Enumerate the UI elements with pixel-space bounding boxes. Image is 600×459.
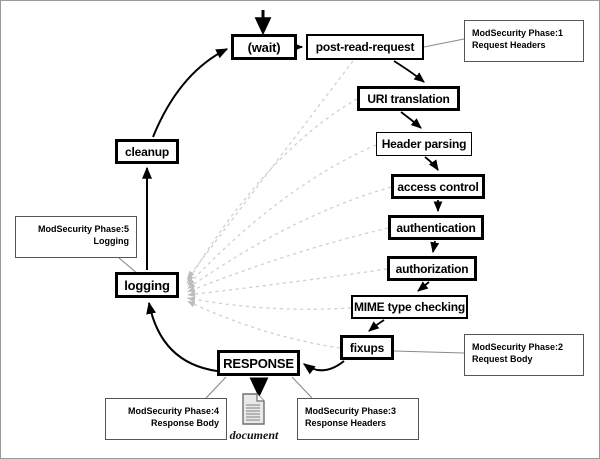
- dashed-fixups-to-logging: [186, 300, 341, 349]
- arrow-authz-to-mime: [417, 281, 430, 292]
- arrow-fixups-to-response: [303, 360, 345, 375]
- note-phase-5-line-2: Logging: [93, 236, 130, 246]
- dashed-authn-to-logging: [186, 227, 389, 293]
- arrow-cleanup-to-wait: [152, 48, 229, 138]
- note-modsecurity-phase-4: ModSecurity Phase:4 Response Body: [105, 398, 227, 440]
- node-mime-type-checking[interactable]: MIME type checking: [351, 295, 468, 319]
- arrow-header-to-access: [424, 156, 439, 171]
- leader-phase3: [291, 376, 313, 399]
- document-caption: document: [229, 428, 279, 442]
- node-wait[interactable]: (wait): [231, 34, 297, 60]
- node-post-read-request[interactable]: post-read-request: [306, 34, 424, 60]
- leader-phase2: [393, 350, 465, 354]
- arrow-authn-to-authz: [430, 240, 440, 254]
- note-phase-4-line-1: ModSecurity Phase:4: [127, 406, 219, 416]
- node-access-control[interactable]: access control: [391, 174, 485, 199]
- node-cleanup[interactable]: cleanup: [115, 139, 179, 164]
- note-phase-1-line-1: ModSecurity Phase:1: [472, 28, 564, 38]
- node-uri-translation[interactable]: URI translation: [357, 86, 460, 111]
- note-phase-4-line-2: Response Body: [150, 418, 219, 428]
- note-phase-2-line-2: Request Body: [472, 354, 533, 364]
- note-modsecurity-phase-3: ModSecurity Phase:3 Response Headers: [297, 398, 419, 440]
- dashed-access-to-logging: [186, 186, 392, 290]
- note-phase-3-line-2: Response Headers: [305, 418, 387, 428]
- arrow-response-to-logging: [146, 301, 218, 372]
- dashed-uri-to-logging: [186, 98, 358, 284]
- dashed-header-to-logging: [186, 144, 377, 287]
- node-authorization[interactable]: authorization: [387, 256, 477, 281]
- arrow-uri-to-header: [400, 111, 422, 129]
- dashed-authz-to-logging: [186, 268, 388, 298]
- leader-phase1: [423, 38, 465, 48]
- flow-arrows: [142, 10, 443, 398]
- dashed-mime-to-logging: [186, 296, 352, 310]
- note-phase-5-line-1: ModSecurity Phase:5: [37, 224, 129, 234]
- document-icon: [242, 393, 265, 425]
- note-phase-1-line-2: Request Headers: [472, 40, 546, 50]
- arrow-post-read-to-uri: [393, 60, 425, 83]
- node-response[interactable]: RESPONSE: [217, 350, 300, 376]
- node-header-parsing[interactable]: Header parsing: [376, 132, 472, 156]
- leader-phase4: [205, 376, 227, 399]
- node-authentication[interactable]: authentication: [388, 215, 484, 240]
- node-logging[interactable]: logging: [115, 272, 179, 298]
- note-leader-lines: [118, 38, 465, 399]
- note-modsecurity-phase-2: ModSecurity Phase:2 Request Body: [464, 334, 584, 376]
- node-fixups[interactable]: fixups: [340, 335, 394, 360]
- logging-dashed-links: [186, 60, 392, 349]
- note-phase-2-line-1: ModSecurity Phase:2: [472, 342, 564, 352]
- note-phase-3-line-1: ModSecurity Phase:3: [305, 406, 397, 416]
- arrow-mime-to-fixups: [368, 319, 385, 332]
- note-modsecurity-phase-5: ModSecurity Phase:5 Logging: [15, 216, 137, 258]
- note-modsecurity-phase-1: ModSecurity Phase:1 Request Headers: [464, 20, 584, 62]
- dashed-post-read-to-logging: [186, 60, 354, 280]
- leader-phase5: [118, 257, 139, 275]
